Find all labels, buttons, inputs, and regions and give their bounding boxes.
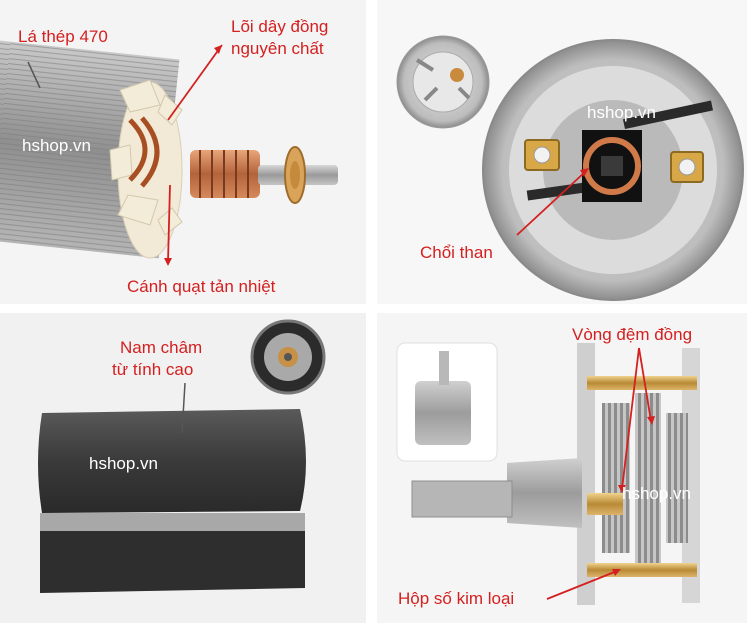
washer-arrowhead-2 [618, 485, 626, 493]
armature-photo [0, 39, 338, 266]
brush-pointer-line [516, 171, 586, 236]
gearbox-arrowhead [612, 569, 621, 576]
fan-label: Cánh quạt tản nhiệt [127, 277, 276, 296]
copper-label-line1: Lõi dây đồng [231, 17, 329, 36]
brushes-photo [396, 35, 744, 301]
magnet-label-line2: từ tính cao [112, 360, 194, 379]
washer-label: Vòng đệm đồng [572, 325, 693, 344]
copper-pointer-line [167, 44, 223, 121]
gearbox-label: Hộp số kim loại [398, 589, 515, 608]
washer-pointer-line-2 [621, 347, 640, 490]
washer-pointer-line-1 [638, 347, 652, 422]
fan-arrowhead [164, 258, 172, 266]
brush-arrowhead [580, 168, 589, 177]
fan-pointer-line [167, 184, 171, 263]
gearbox-pointer-line [546, 570, 618, 600]
watermark: hshop.vn [622, 484, 691, 503]
copper-arrowhead [214, 45, 222, 54]
watermark: hshop.vn [22, 136, 91, 155]
magnet-panel: Nam châm từ tính cao hshop.vn [0, 313, 366, 623]
magnet-photo [38, 319, 326, 593]
copper-label-line2: nguyên chất [231, 39, 324, 58]
watermark: hshop.vn [89, 454, 158, 473]
steel-pointer-line [27, 61, 41, 89]
watermark: hshop.vn [587, 103, 656, 122]
brushes-panel: Chổi than hshop.vn [377, 0, 747, 304]
washer-arrowhead-1 [647, 416, 655, 425]
brush-label: Chổi than [420, 243, 493, 262]
steel-label: Lá thép 470 [18, 27, 108, 46]
gearbox-panel: Vòng đệm đồng Hộp số kim loại hshop.vn [377, 313, 747, 623]
magnet-label-line1: Nam châm [120, 338, 203, 357]
magnet-pointer-line [181, 382, 186, 434]
gearbox-photo [396, 342, 700, 605]
armature-panel: Lá thép 470 Lõi dây đồng nguyên chất Cán… [0, 0, 366, 304]
